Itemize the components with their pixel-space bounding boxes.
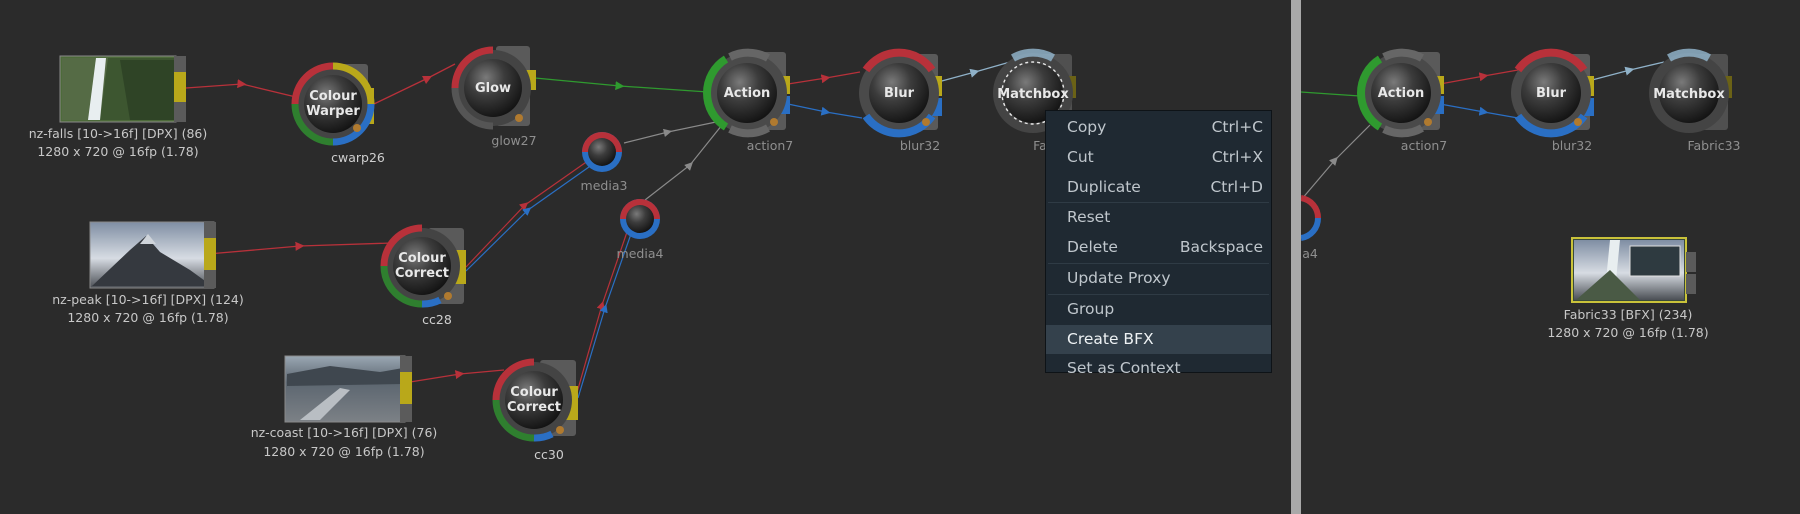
output-socket[interactable] (204, 238, 216, 270)
menu-item-label: Duplicate (1067, 177, 1141, 196)
menu-item-shortcut: Ctrl+X (1211, 147, 1263, 166)
menu-item-update-proxy[interactable]: Update Proxy (1046, 264, 1271, 294)
clip-nz-coast[interactable]: nz-coast [10->16f] [DPX] (76) 1280 x 720… (251, 355, 438, 459)
menu-item-group[interactable]: Group (1046, 295, 1271, 325)
node-label: media3 (581, 178, 628, 193)
menu-item-shortcut: Ctrl+D (1210, 177, 1263, 196)
clip-format-label: 1280 x 720 @ 16fp (1.78) (263, 444, 424, 459)
node-cc30[interactable]: Colour Correct cc30 (492, 358, 578, 462)
node-label: action7 (1401, 138, 1447, 153)
menu-item-set-as-context[interactable]: Set as Context (1046, 354, 1271, 384)
menu-item-label: Set as Context (1067, 359, 1181, 378)
menu-item-duplicate[interactable]: Duplicate Ctrl+D (1046, 173, 1271, 203)
menu-separator (1048, 293, 1269, 295)
node-label: Fa (1033, 138, 1047, 153)
links (185, 61, 1011, 399)
node-blur-left[interactable]: Blur blur32 (859, 48, 942, 153)
node-title: Glow (475, 81, 511, 96)
output-socket[interactable] (174, 72, 186, 102)
menu-item-copy[interactable]: Copy Ctrl+C (1046, 113, 1271, 143)
node-title: Colour (309, 89, 357, 104)
node-matchbox-right[interactable]: Matchbox Fabric33 (1649, 48, 1741, 153)
clip-nz-peak[interactable]: nz-peak [10->16f] [DPX] (124) 1280 x 720… (52, 221, 244, 325)
node-media4[interactable]: media4 (617, 199, 664, 261)
menu-item-shortcut: Backspace (1179, 238, 1263, 257)
clip-format-label: 1280 x 720 @ 16fp (1.78) (37, 144, 198, 159)
menu-separator (1048, 262, 1269, 264)
menu-item-label: Create BFX (1067, 329, 1154, 348)
clip-nz-falls[interactable]: nz-falls [10->16f] [DPX] (86) 1280 x 720… (29, 55, 208, 159)
menu-item-label: Group (1067, 299, 1115, 318)
menu-item-delete[interactable]: Delete Backspace (1046, 233, 1271, 263)
clip-name-label: Fabric33 [BFX] (234) (1564, 307, 1693, 322)
node-matchbox-left[interactable]: Matchbox Fa (993, 48, 1076, 153)
node-label: cwarp26 (331, 150, 385, 165)
menu-item-label: Update Proxy (1067, 268, 1171, 287)
clip-name-label: nz-peak [10->16f] [DPX] (124) (52, 292, 243, 307)
node-title: Action (1378, 86, 1425, 101)
node-title: Colour (510, 385, 558, 400)
clip-format-label: 1280 x 720 @ 16fp (1.78) (67, 310, 228, 325)
context-menu: Copy Ctrl+C Cut Ctrl+X Duplicate Ctrl+D … (1045, 110, 1272, 377)
node-title: Correct (507, 400, 561, 415)
output-socket[interactable] (400, 372, 412, 404)
menu-item-label: Copy (1067, 118, 1107, 136)
menu-item-reset[interactable]: Reset (1046, 203, 1271, 233)
links-right (1300, 61, 1665, 201)
clip-name-label: nz-falls [10->16f] [DPX] (86) (29, 126, 208, 141)
node-title: Matchbox (1653, 87, 1725, 102)
node-label: glow27 (491, 133, 536, 148)
node-label: action7 (747, 138, 793, 153)
node-title: Correct (395, 266, 449, 281)
menu-item-label: Cut (1067, 147, 1094, 166)
menu-item-create-bfx[interactable]: Create BFX (1046, 324, 1271, 355)
node-title: Colour (398, 251, 446, 266)
node-title: Blur (884, 86, 915, 101)
node-action-right[interactable]: Action action7 (1357, 48, 1447, 153)
menu-item-shortcut: Ctrl+C (1211, 118, 1263, 136)
clip-name-label: nz-coast [10->16f] [DPX] (76) (251, 425, 438, 440)
node-action-left[interactable]: Action action7 (703, 48, 793, 153)
node-colour-warper[interactable]: Colour Warper cwarp26 (291, 62, 385, 165)
menu-item-label: Reset (1067, 208, 1111, 227)
node-cc28[interactable]: Colour Correct cc28 (380, 224, 466, 327)
clip-format-label: 1280 x 720 @ 16fp (1.78) (1547, 325, 1708, 340)
node-title: Action (724, 86, 771, 101)
node-glow[interactable]: Glow glow27 (451, 46, 537, 148)
node-label: media4 (617, 246, 664, 261)
node-label: Fabric33 (1687, 138, 1740, 153)
panel-divider[interactable] (1291, 0, 1301, 514)
node-media4-right[interactable]: a4 (1300, 195, 1322, 261)
node-label: blur32 (900, 138, 940, 153)
node-title: Blur (1536, 86, 1567, 101)
node-media3[interactable]: media3 (581, 132, 628, 193)
menu-item-label: Delete (1067, 238, 1118, 257)
node-blur-right[interactable]: Blur blur32 (1511, 48, 1594, 153)
node-label: blur32 (1552, 138, 1592, 153)
node-title: Warper (306, 104, 360, 119)
menu-item-cut[interactable]: Cut Ctrl+X (1046, 143, 1271, 173)
node-label: a4 (1302, 246, 1318, 261)
node-label: cc30 (534, 447, 564, 462)
clip-fabric33[interactable]: Fabric33 [BFX] (234) 1280 x 720 @ 16fp (… (1547, 237, 1709, 340)
node-title: Matchbox (997, 87, 1069, 102)
menu-separator (1048, 202, 1269, 204)
node-label: cc28 (422, 312, 452, 327)
